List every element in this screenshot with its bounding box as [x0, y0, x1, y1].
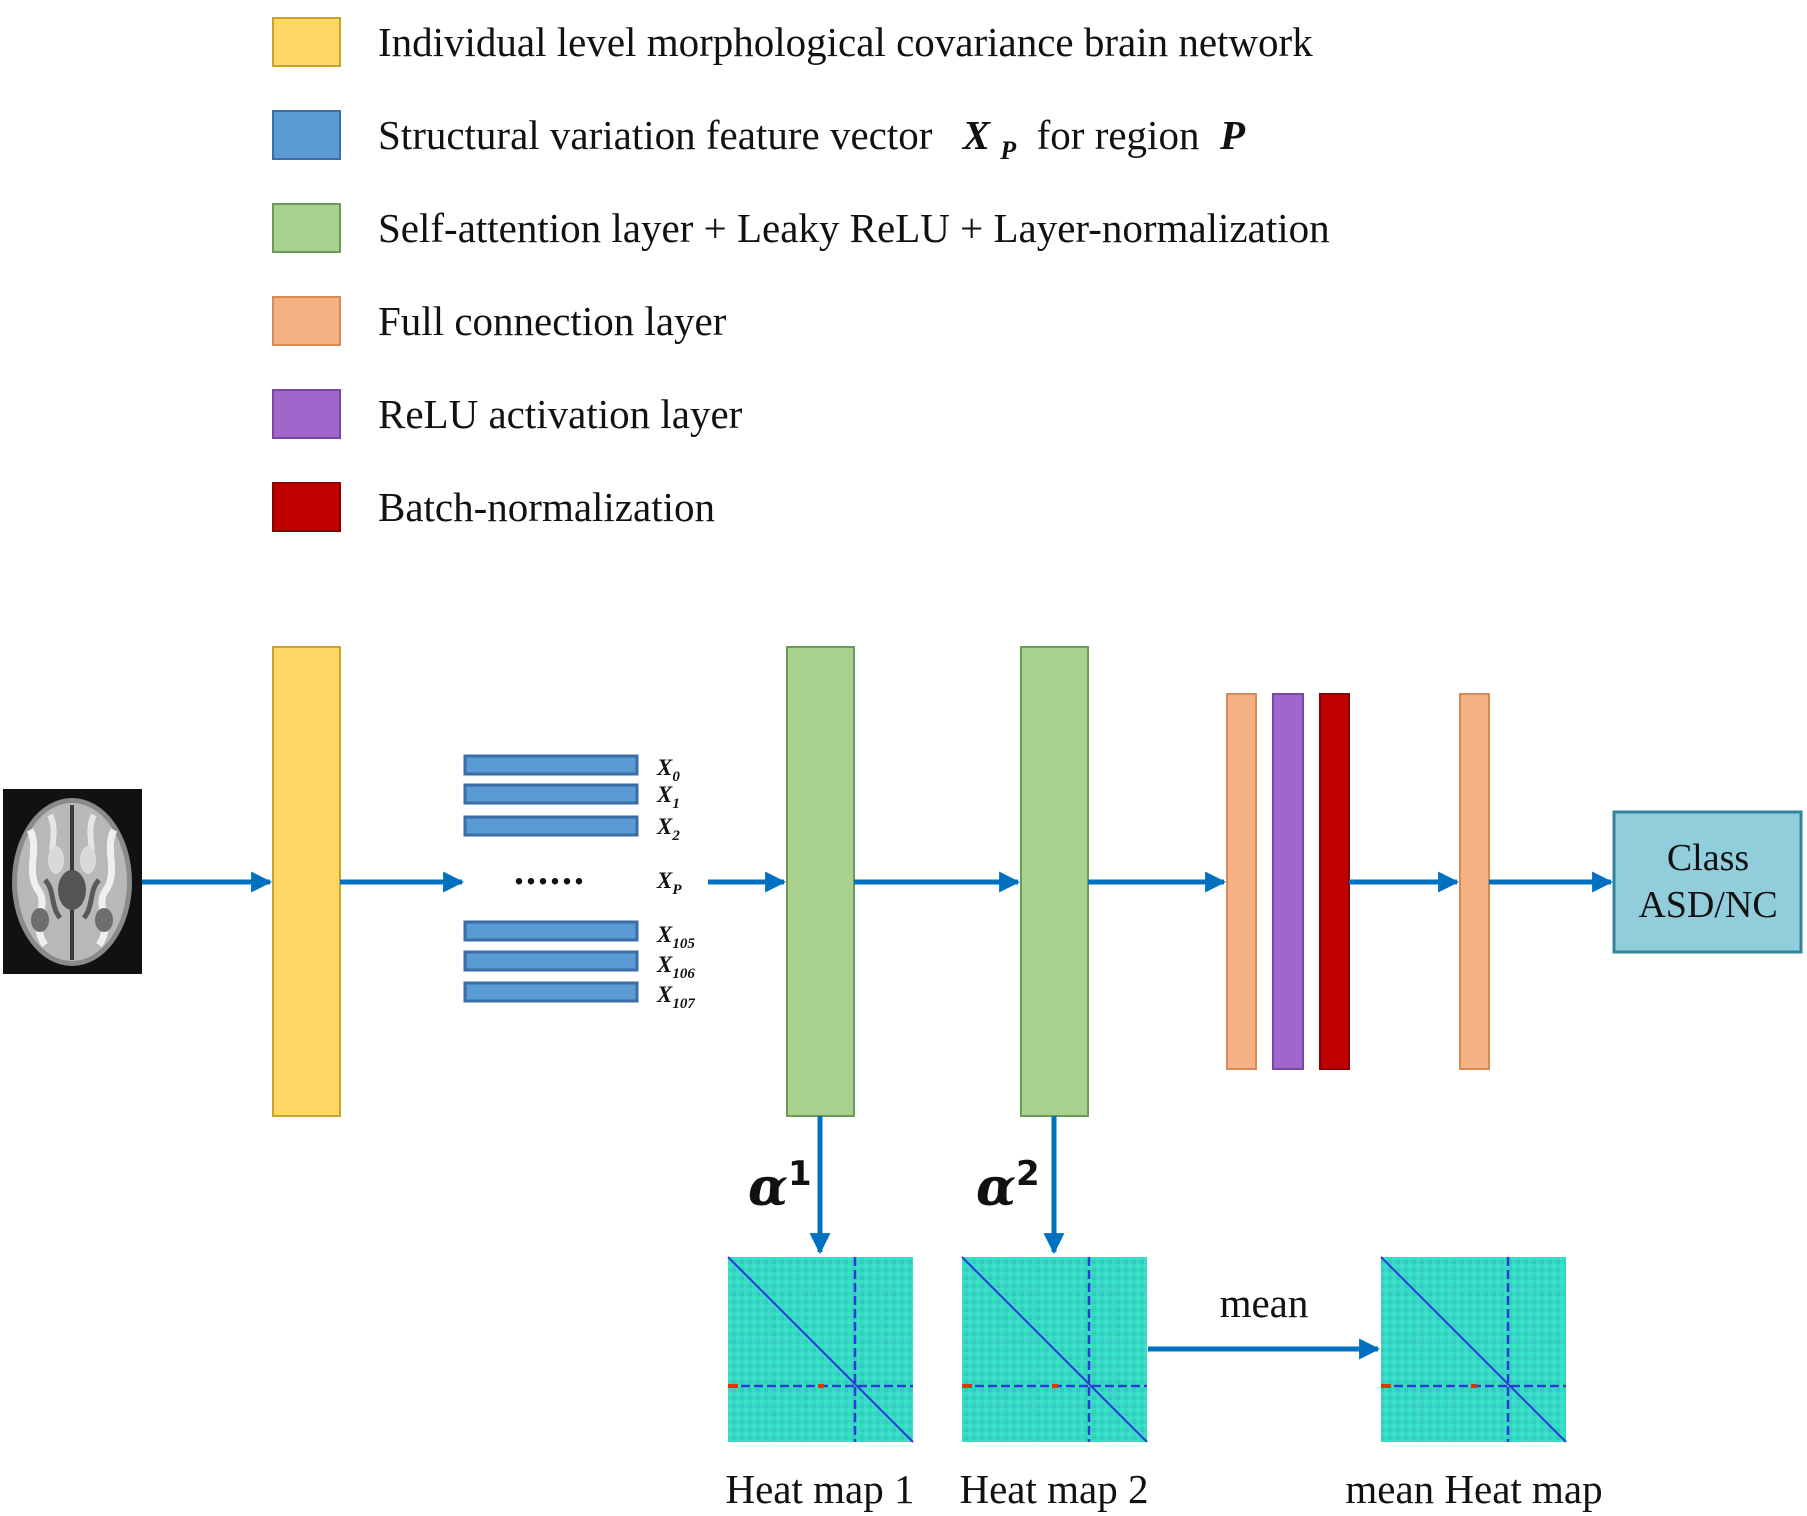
feature-vector-bar [463, 754, 639, 776]
legend-vector-symbol-x: X [961, 112, 992, 158]
vector-label-xp: XP [656, 868, 682, 898]
fc-layer-block-2 [1459, 693, 1490, 1070]
morphological-network-block [272, 646, 341, 1117]
legend-label-network: Individual level morphological covarianc… [378, 19, 1313, 65]
legend-item-self-attention: Self-attention layer + Leaky ReLU + Laye… [272, 203, 1330, 253]
legend-label-vector: Structural variation feature vector X P … [378, 112, 1246, 168]
mean-operation-label: mean [1220, 1280, 1309, 1326]
heat-map-2 [961, 1256, 1148, 1443]
vector-label-x2: X2 [656, 814, 680, 844]
feature-vector-bar [463, 783, 639, 805]
self-attention-block-1 [786, 646, 855, 1117]
legend-vector-text-mid: for region [1026, 112, 1209, 158]
legend-swatch-vector [272, 110, 341, 160]
legend-swatch-bn [272, 482, 341, 532]
vector-label-x107: X107 [656, 982, 695, 1012]
legend-swatch-network [272, 17, 341, 67]
vector-label-x106: X106 [656, 952, 695, 982]
flow-arrows [142, 871, 1614, 1360]
feature-vector-bar [463, 950, 639, 972]
heat-map-2-label: Heat map 2 [960, 1466, 1149, 1512]
legend-item-network: Individual level morphological covarianc… [272, 17, 1313, 67]
alpha-2-label: α2 [976, 1154, 1040, 1218]
legend: Individual level morphological covarianc… [272, 17, 1330, 532]
feature-vector-ellipsis: ...... [514, 848, 586, 893]
batchnorm-layer-block [1319, 693, 1350, 1070]
legend-vector-symbol-x-sub: P [999, 136, 1017, 165]
legend-swatch-fc [272, 296, 341, 346]
feature-vector-bar [463, 815, 639, 837]
legend-item-fc: Full connection layer [272, 296, 727, 346]
feature-vector-bar [463, 981, 639, 1003]
legend-label-bn: Batch-normalization [378, 484, 715, 530]
legend-label-self-attention: Self-attention layer + Leaky ReLU + Laye… [378, 205, 1330, 251]
feature-vector-bar [463, 920, 639, 942]
legend-item-bn: Batch-normalization [272, 482, 715, 532]
legend-item-vector: Structural variation feature vector X P … [272, 110, 1246, 168]
self-attention-block-2 [1020, 646, 1089, 1117]
class-output-line2: ASD/NC [1638, 884, 1777, 926]
mean-heat-map-label: mean Heat map [1345, 1466, 1602, 1512]
alpha-1-label: α1 [748, 1154, 812, 1218]
class-output-box: Class ASD/NC [1612, 810, 1803, 954]
legend-item-relu: ReLU activation layer [272, 389, 743, 439]
fc-layer-block-1 [1226, 693, 1257, 1070]
feature-vector-stack: ...... X0 X1 X2 XP X105 X106 X107 [463, 754, 695, 1012]
vector-label-x105: X105 [656, 922, 695, 952]
legend-vector-text: Structural variation feature vector [378, 112, 933, 158]
class-output-line1: Class [1667, 837, 1749, 879]
legend-vector-symbol-p: P [1219, 112, 1246, 158]
legend-swatch-self-attention [272, 203, 341, 253]
legend-label-relu: ReLU activation layer [378, 391, 743, 437]
legend-label-fc: Full connection layer [378, 298, 727, 344]
vector-label-x0: X0 [656, 755, 680, 785]
brain-mri-image [3, 789, 142, 974]
relu-layer-block [1272, 693, 1304, 1070]
heat-map-1-label: Heat map 1 [726, 1466, 915, 1512]
heat-map-1 [727, 1256, 914, 1443]
heat-map-mean [1380, 1256, 1567, 1443]
vector-label-x1: X1 [656, 782, 680, 812]
legend-swatch-relu [272, 389, 341, 439]
